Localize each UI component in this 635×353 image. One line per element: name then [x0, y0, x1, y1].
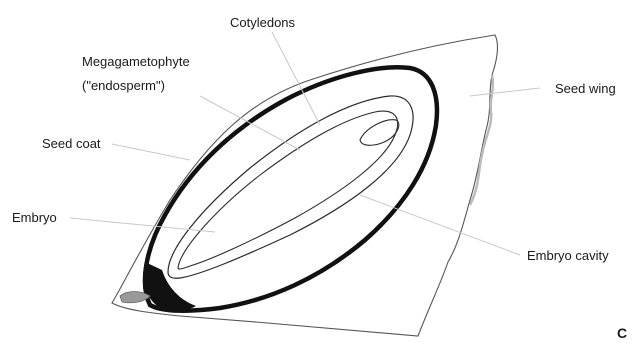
label-seed-coat: Seed coat: [42, 136, 101, 151]
label-endosperm: ("endosperm"): [82, 78, 165, 93]
label-seed-wing: Seed wing: [555, 81, 616, 96]
label-megagametophyte: Megagametophyte: [82, 54, 190, 69]
leader-seed-coat: [112, 144, 190, 160]
label-embryo: Embryo: [12, 210, 57, 225]
label-embryo-cavity: Embryo cavity: [527, 248, 609, 263]
panel-letter: C: [617, 325, 627, 341]
label-cotyledons: Cotyledons: [230, 15, 296, 30]
